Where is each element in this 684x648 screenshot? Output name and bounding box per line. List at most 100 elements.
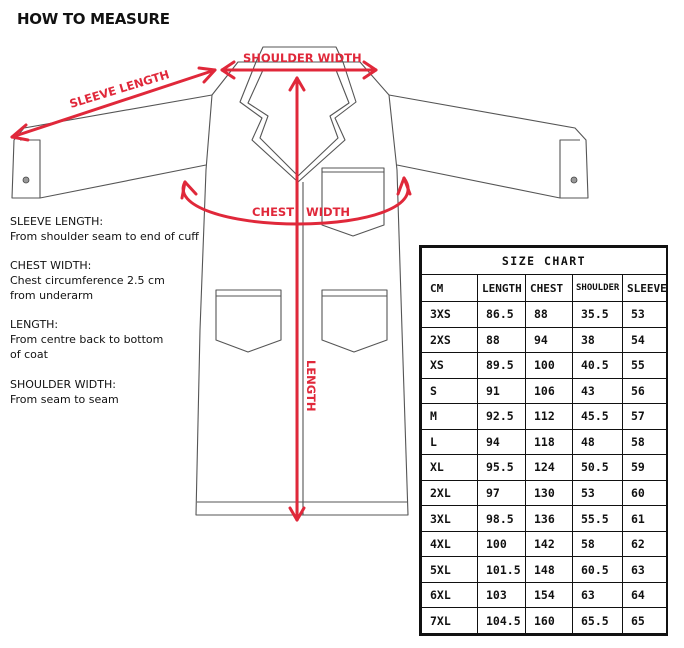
size-label-cell: 4XL: [421, 530, 478, 558]
length-label: LENGTH: [304, 360, 318, 412]
measurement-cell: 103: [477, 581, 526, 609]
measurement-cell: 89.5: [477, 352, 526, 379]
measurement-cell: 104.5: [477, 607, 526, 634]
size-label-cell: 2XS: [421, 326, 478, 354]
measurement-cell: 160: [525, 607, 573, 634]
measure-text: of coat: [10, 348, 48, 361]
page-title: HOW TO MEASURE: [17, 10, 170, 28]
measurement-cell: 97: [477, 479, 526, 507]
measurement-cell: 45.5: [572, 403, 623, 430]
measurement-cell: 55.5: [572, 505, 623, 532]
measurement-cell: 53: [572, 479, 623, 507]
measurement-cell: 86.5: [477, 301, 526, 328]
measure-text: From shoulder seam to end of cuff: [10, 230, 199, 243]
size-label-cell: 6XL: [421, 581, 478, 609]
measure-heading: CHEST WIDTH:: [10, 259, 92, 272]
measurement-cell: 59: [621, 454, 668, 481]
measure-text: From seam to seam: [10, 393, 119, 406]
measure-heading: SHOULDER WIDTH:: [10, 378, 116, 391]
column-header-cm: CM: [421, 274, 478, 302]
measurement-cell: 92.5: [477, 403, 526, 430]
measurement-cell: 60: [621, 479, 668, 507]
measurement-cell: 38: [572, 326, 623, 354]
measurement-cell: 48: [572, 428, 623, 456]
measurement-cell: 94: [477, 428, 526, 456]
measurement-cell: 106: [525, 377, 573, 405]
measurement-cell: 98.5: [477, 505, 526, 532]
measurement-cell: 118: [525, 428, 573, 456]
measure-shoulder-width: SHOULDER WIDTH: From seam to seam: [10, 377, 119, 407]
measurement-cell: 63: [572, 581, 623, 609]
size-label-cell: M: [421, 403, 478, 430]
measurement-cell: 130: [525, 479, 573, 507]
measurement-cell: 64: [621, 581, 668, 609]
measurement-cell: 94: [525, 326, 573, 354]
measurement-cell: 95.5: [477, 454, 526, 481]
size-label-cell: 3XL: [421, 505, 478, 532]
measurement-cell: 43: [572, 377, 623, 405]
size-label-cell: 7XL: [421, 607, 478, 634]
size-label-cell: S: [421, 377, 478, 405]
measurement-cell: 60.5: [572, 556, 623, 583]
measurement-cell: 65.5: [572, 607, 623, 634]
measure-heading: LENGTH:: [10, 318, 59, 331]
measurement-cell: 62: [621, 530, 668, 558]
size-label-cell: 3XS: [421, 301, 478, 328]
size-label-cell: XS: [421, 352, 478, 379]
cuff-button-left: [22, 176, 30, 184]
coat-outline: [11, 46, 589, 516]
measurement-cell: 154: [525, 581, 573, 609]
measure-chest-width: CHEST WIDTH: Chest circumference 2.5 cm …: [10, 258, 165, 303]
measurement-cell: 50.5: [572, 454, 623, 481]
measurement-cell: 100: [525, 352, 573, 379]
measurement-cell: 57: [621, 403, 668, 430]
measure-text: from underarm: [10, 289, 94, 302]
measure-text: From centre back to bottom: [10, 333, 164, 346]
column-header-shoulder: SHOULDER: [572, 274, 623, 302]
measurement-cell: 101.5: [477, 556, 526, 583]
measurement-cell: 58: [572, 530, 623, 558]
measurement-cell: 54: [621, 326, 668, 354]
size-label-cell: XL: [421, 454, 478, 481]
size-chart-caption: SIZE CHART: [420, 247, 668, 275]
measurement-cell: 35.5: [572, 301, 623, 328]
measurement-cell: 88: [525, 301, 573, 328]
size-label-cell: L: [421, 428, 478, 456]
measurement-cell: 58: [621, 428, 668, 456]
measurement-cell: 63: [621, 556, 668, 583]
measurement-cell: 53: [621, 301, 668, 328]
measurement-cell: 56: [621, 377, 668, 405]
measure-heading: SLEEVE LENGTH:: [10, 215, 104, 228]
cuff-button-right: [570, 176, 578, 184]
measurement-cell: 148: [525, 556, 573, 583]
size-label-cell: 2XL: [421, 479, 478, 507]
measurement-arrows: [10, 60, 412, 522]
column-header-chest: CHEST: [525, 274, 573, 302]
measurement-cell: 91: [477, 377, 526, 405]
measurement-cell: 142: [525, 530, 573, 558]
measurement-cell: 65: [621, 607, 668, 634]
column-header-length: LENGTH: [477, 274, 526, 302]
measurement-cell: 40.5: [572, 352, 623, 379]
shoulder-width-label: SHOULDER WIDTH: [243, 51, 362, 65]
measurement-cell: 112: [525, 403, 573, 430]
measurement-cell: 136: [525, 505, 573, 532]
measurement-cell: 55: [621, 352, 668, 379]
measure-length: LENGTH: From centre back to bottom of co…: [10, 317, 163, 362]
measure-text: Chest circumference 2.5 cm: [10, 274, 165, 287]
